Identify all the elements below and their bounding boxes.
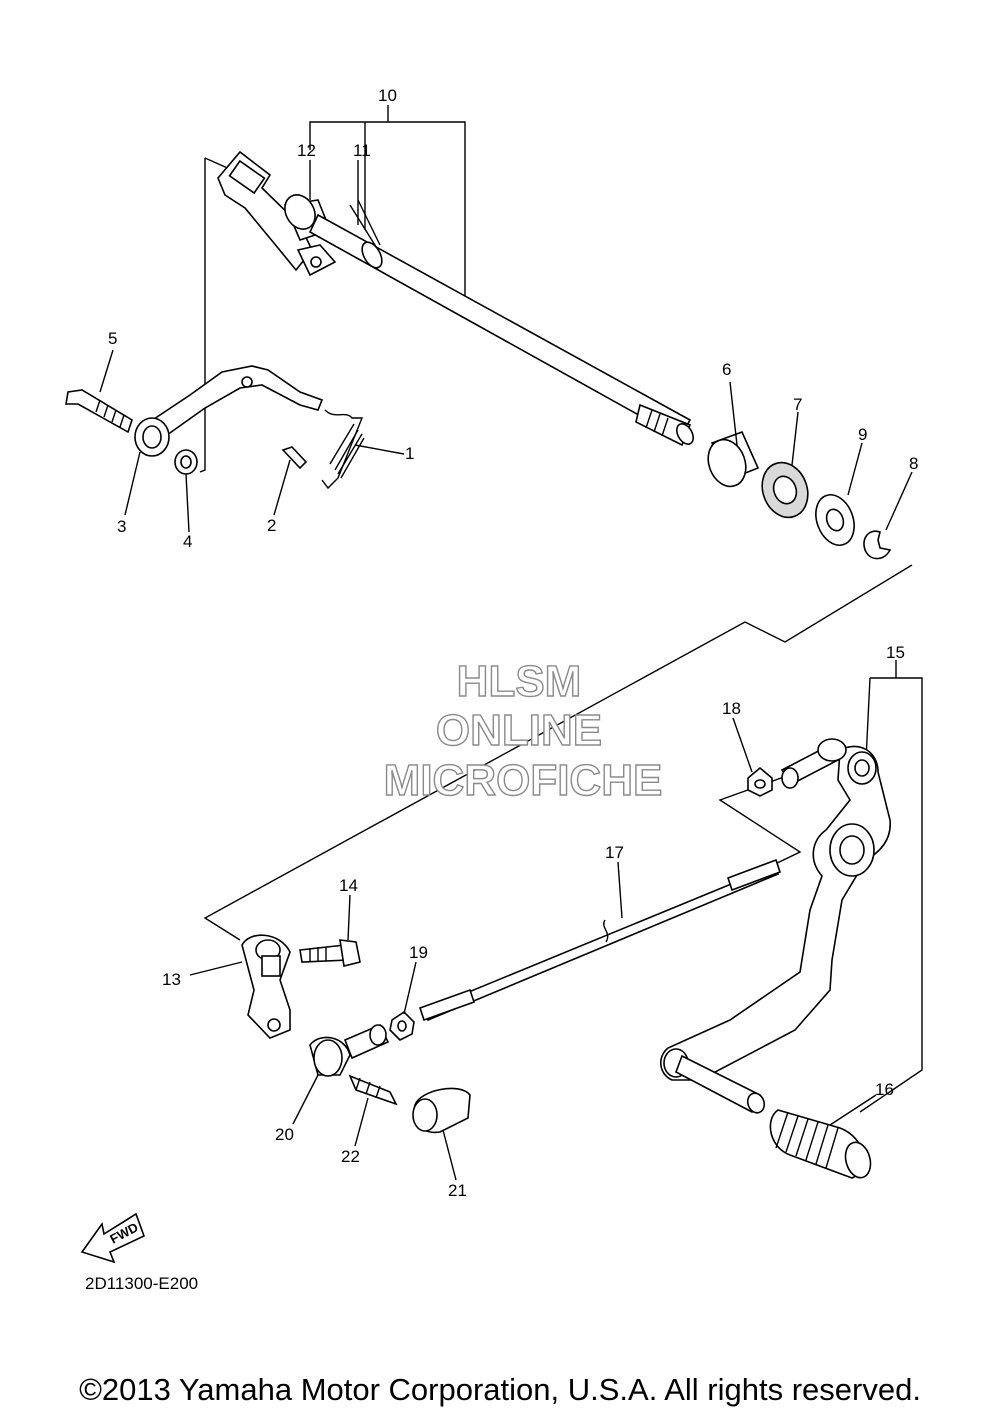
callout-10: 10 (378, 86, 397, 105)
callout-20: 20 (275, 1125, 294, 1144)
watermark: HLSM ONLINE MICROFICHE (383, 656, 663, 805)
watermark-line-2: ONLINE (436, 706, 602, 755)
callout-8: 8 (909, 454, 918, 473)
callout-12: 12 (297, 141, 316, 160)
callout-17: 17 (605, 843, 624, 862)
copyright-notice: ©2013 Yamaha Motor Corporation, U.S.A. A… (79, 1372, 921, 1407)
shift-arm-assembly (65, 365, 365, 490)
callout-6: 6 (722, 360, 731, 379)
shift-pedal (660, 738, 891, 1114)
watermark-line-3: MICROFICHE (384, 756, 663, 805)
callout-7: 7 (793, 395, 802, 414)
callout-15: 15 (886, 643, 905, 662)
upper-leader-lines (99, 349, 913, 533)
callout-2: 2 (267, 516, 276, 535)
rod-end-parts (309, 1010, 471, 1134)
callout-11: 11 (353, 141, 371, 160)
shift-rod (418, 858, 782, 1022)
callout-9: 9 (858, 425, 867, 444)
callout-14: 14 (339, 876, 358, 895)
upper-assembly-outline (199, 105, 466, 473)
section-separator (203, 564, 913, 941)
callout-1: 1 (405, 444, 414, 463)
forward-direction-arrow: FWD (80, 1212, 146, 1264)
watermark-line-1: HLSM (457, 657, 582, 706)
shift-lever-13 (241, 934, 361, 1039)
callout-3: 3 (117, 517, 126, 536)
callout-19: 19 (409, 943, 428, 962)
callout-labels: 1 2 3 4 5 6 7 8 18 9 10 11 12 13 14 15 1… (108, 86, 918, 1200)
callout-16: 16 (875, 1080, 894, 1099)
pedal-rubber (769, 1109, 872, 1179)
callout-22: 22 (341, 1147, 360, 1166)
shift-shaft-assembly (217, 150, 694, 447)
callout-18: 18 (722, 699, 741, 718)
diagram-code: 2D11300-E200 (85, 1274, 198, 1293)
nut-18 (747, 766, 773, 797)
callout-21: 21 (448, 1181, 467, 1200)
callout-4: 4 (183, 532, 192, 551)
callout-5: 5 (108, 329, 117, 348)
callout-13: 13 (162, 970, 181, 989)
lower-leader-lines (189, 717, 877, 1181)
shaft-hardware-parts (707, 430, 892, 560)
